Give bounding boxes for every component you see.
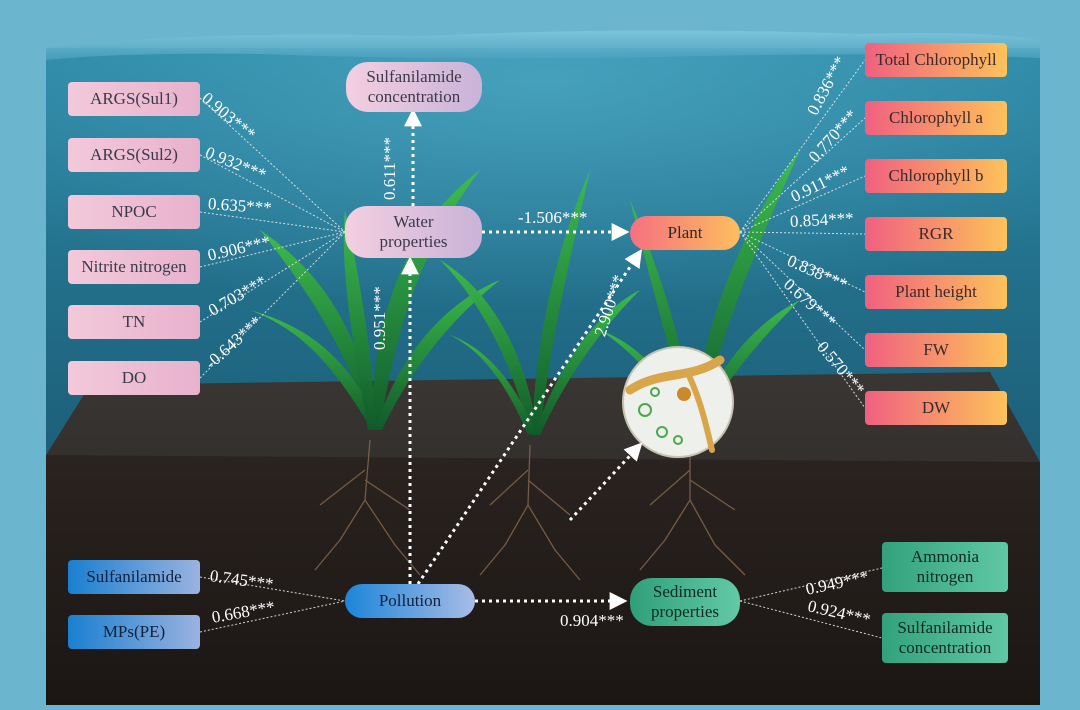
path-water-to-plant: -1.506*** (518, 208, 588, 227)
indicator-args-sul2: ARGS(Sul2) (68, 138, 200, 172)
indicator-fw: FW (865, 333, 1007, 367)
indicator-nitrite-nitrogen: Nitrite nitrogen (68, 250, 200, 284)
indicator-do: DO (68, 361, 200, 395)
path-pollution-to-sediment: 0.904*** (560, 611, 624, 630)
node-sulfanilamide-concentration-water: Sulfanilamide concentration (346, 62, 482, 112)
indicator-chlorophyll-b: Chlorophyll b (865, 159, 1007, 193)
indicator-tn: TN (68, 305, 200, 339)
indicator-mps-pe: MPs(PE) (68, 615, 200, 649)
loading-rgr: 0.854*** (789, 208, 855, 231)
node-sediment-properties: Sediment properties (630, 578, 740, 626)
indicator-total-chlorophyll: Total Chlorophyll (865, 43, 1007, 77)
path-pollution-to-water: 0.951*** (370, 286, 389, 350)
indicator-plant-height: Plant height (865, 275, 1007, 309)
node-plant: Plant (630, 216, 740, 250)
indicator-sulfanilamide: Sulfanilamide (68, 560, 200, 594)
path-water-to-concentration: 0.611*** (380, 136, 399, 200)
node-water-properties: Water properties (345, 206, 482, 258)
node-pollution: Pollution (345, 584, 475, 618)
indicator-npoc: NPOC (68, 195, 200, 229)
indicator-rgr: RGR (865, 217, 1007, 251)
indicator-dw: DW (865, 391, 1007, 425)
indicator-sulfanilamide-concentration-sediment: Sulfanilamide concentration (882, 613, 1008, 663)
indicator-ammonia-nitrogen: Ammonia nitrogen (882, 542, 1008, 592)
indicator-args-sul1: ARGS(Sul1) (68, 82, 200, 116)
indicator-chlorophyll-a: Chlorophyll a (865, 101, 1007, 135)
